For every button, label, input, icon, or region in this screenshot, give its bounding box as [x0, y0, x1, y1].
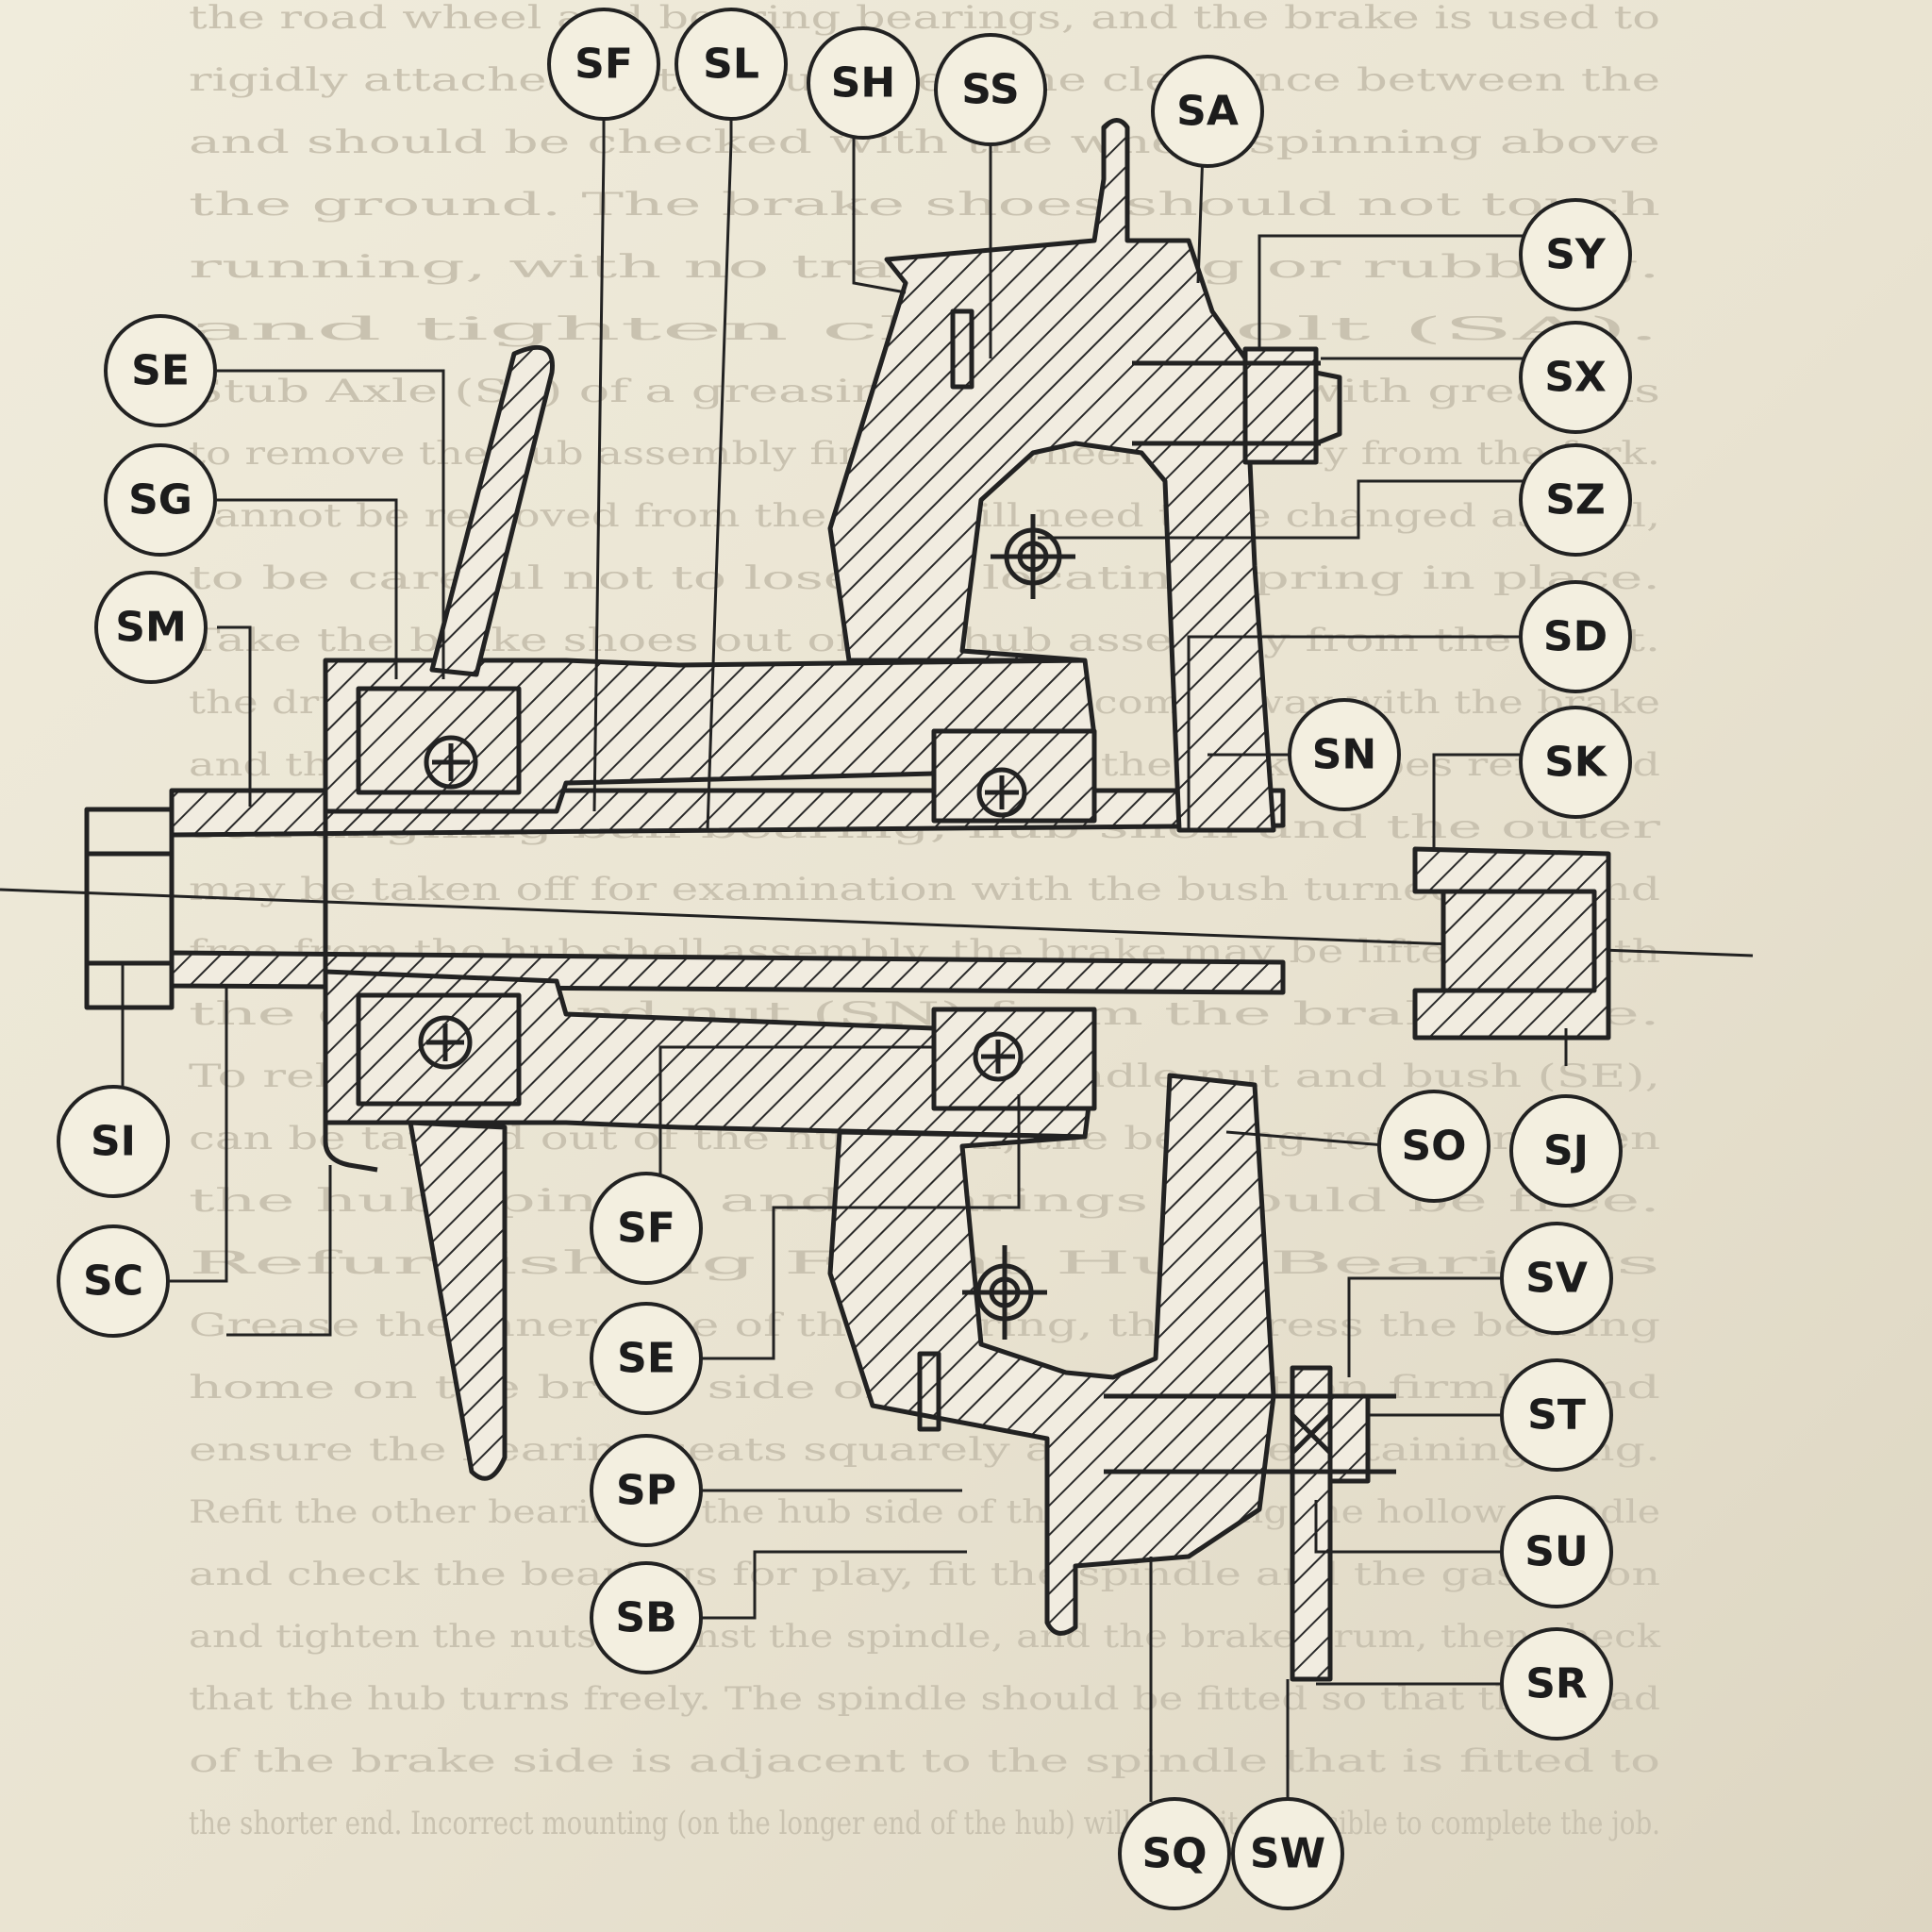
lower-nut — [1327, 1393, 1371, 1484]
end-bush-bore — [1443, 889, 1597, 993]
brake-drum-lower — [827, 1073, 1276, 1636]
end-bush-nut — [1412, 846, 1611, 1041]
callout-sz: SZ — [1519, 443, 1632, 557]
callout-sh: SH — [807, 26, 920, 140]
callout-so: SO — [1377, 1090, 1491, 1203]
lower-spoke-flange — [408, 1120, 508, 1481]
svg-text:SZ: SZ — [1545, 476, 1606, 525]
callout-sc: SC — [57, 1224, 170, 1338]
svg-text:SL: SL — [703, 41, 759, 89]
callout-st: ST — [1500, 1358, 1613, 1472]
upper-stud — [1132, 360, 1342, 446]
left-dust-cover — [323, 660, 378, 1173]
callout-sp: SP — [590, 1434, 703, 1547]
background-text-line: and tighten the nuts against the spindle… — [189, 1618, 1660, 1656]
left-upper-bearing — [356, 686, 522, 795]
callout-sj: SJ — [1509, 1094, 1623, 1208]
background-text-line: rigidly attached to the hub shell, the c… — [189, 61, 1660, 99]
svg-text:SH: SH — [831, 59, 896, 108]
svg-text:SK: SK — [1544, 739, 1608, 787]
svg-text:SY: SY — [1545, 231, 1607, 279]
brake-shoe-lower — [917, 1351, 941, 1432]
svg-text:SF: SF — [575, 41, 633, 89]
svg-text:SF: SF — [617, 1205, 675, 1253]
callout-sk: SK — [1519, 706, 1632, 819]
svg-text:ST: ST — [1527, 1391, 1586, 1440]
svg-text:SV: SV — [1525, 1255, 1588, 1303]
background-text-line: the ground. The brake shoes should not t… — [189, 186, 1660, 224]
callout-sy: SY — [1519, 198, 1632, 311]
background-text-line: of the brake side is adjacent to the spi… — [189, 1742, 1660, 1780]
callout-sr: SR — [1500, 1627, 1613, 1740]
upper-stud-nut — [1242, 346, 1319, 465]
callout-sq: SQ — [1118, 1797, 1231, 1910]
svg-text:SR: SR — [1525, 1660, 1588, 1708]
upper-spoke-flange — [429, 344, 555, 677]
right-upper-bearing — [931, 728, 1097, 824]
svg-text:SP: SP — [616, 1467, 676, 1515]
brake-shoe-upper — [950, 308, 974, 390]
callout-ss: SS — [934, 33, 1047, 146]
callout-su: SU — [1500, 1495, 1613, 1608]
svg-text:SJ: SJ — [1543, 1127, 1589, 1175]
callout-sf-mid: SF — [590, 1172, 703, 1285]
svg-text:SE: SE — [617, 1335, 675, 1383]
svg-text:SQ: SQ — [1141, 1830, 1207, 1878]
brake-arm — [1290, 1365, 1333, 1682]
callout-sw: SW — [1231, 1797, 1344, 1910]
callout-sb: SB — [590, 1561, 703, 1674]
background-text-line: and check the bearings for play, fit the… — [189, 1556, 1660, 1593]
background-text-line: the shorter end. Incorrect mounting (on … — [189, 1805, 1660, 1842]
background-text-line: and should be checked with the wheel spi… — [189, 124, 1660, 161]
callouts: SF SL SH SS SA SY SX SZ SD SN SK SO SJ S… — [57, 8, 1632, 1910]
callout-sd: SD — [1519, 580, 1632, 693]
callout-sa: SA — [1151, 55, 1264, 168]
callout-sf-top: SF — [547, 8, 660, 121]
svg-text:SX: SX — [1544, 354, 1607, 402]
svg-text:SS: SS — [961, 66, 1019, 114]
callout-sn: SN — [1288, 698, 1401, 811]
hub-assembly-drawing — [0, 118, 1754, 1682]
svg-text:SC: SC — [83, 1257, 143, 1306]
callout-si: SI — [57, 1085, 170, 1198]
callout-sx: SX — [1519, 321, 1632, 434]
callout-sg: SG — [104, 443, 217, 557]
svg-text:SW: SW — [1250, 1830, 1325, 1878]
background-text-line: Refit the other bearing in the hub side … — [189, 1493, 1660, 1531]
callout-se-left: SE — [104, 314, 217, 427]
right-lower-bearing — [931, 1007, 1097, 1111]
upper-anchor-pin — [991, 514, 1075, 599]
svg-text:SB: SB — [615, 1594, 676, 1642]
background-text-line: that the hub turns freely. The spindle s… — [189, 1680, 1660, 1718]
svg-text:SU: SU — [1524, 1528, 1588, 1576]
background-text-line: ensure the bearing seats squarely agains… — [189, 1431, 1660, 1469]
callout-sl: SL — [675, 8, 788, 121]
svg-text:SD: SD — [1543, 613, 1607, 661]
lower-stud — [1104, 1393, 1396, 1474]
svg-text:SI: SI — [91, 1118, 136, 1166]
brake-drum-upper — [827, 118, 1276, 833]
svg-text:SE: SE — [131, 347, 190, 395]
svg-text:SN: SN — [1312, 731, 1377, 779]
background-text-line: the road wheel and bearing bearings, and… — [189, 0, 1660, 37]
svg-text:SM: SM — [115, 604, 186, 652]
callout-sv: SV — [1500, 1222, 1613, 1335]
axle-nut-head — [84, 807, 175, 1010]
svg-text:SG: SG — [128, 476, 192, 525]
callout-sm: SM — [94, 571, 208, 684]
left-lower-bearing — [356, 992, 522, 1107]
lower-anchor-pin — [962, 1245, 1047, 1340]
svg-text:SO: SO — [1401, 1123, 1466, 1171]
callout-se-mid: SE — [590, 1302, 703, 1415]
leader-lines — [121, 118, 1568, 1802]
svg-text:SA: SA — [1176, 88, 1239, 136]
